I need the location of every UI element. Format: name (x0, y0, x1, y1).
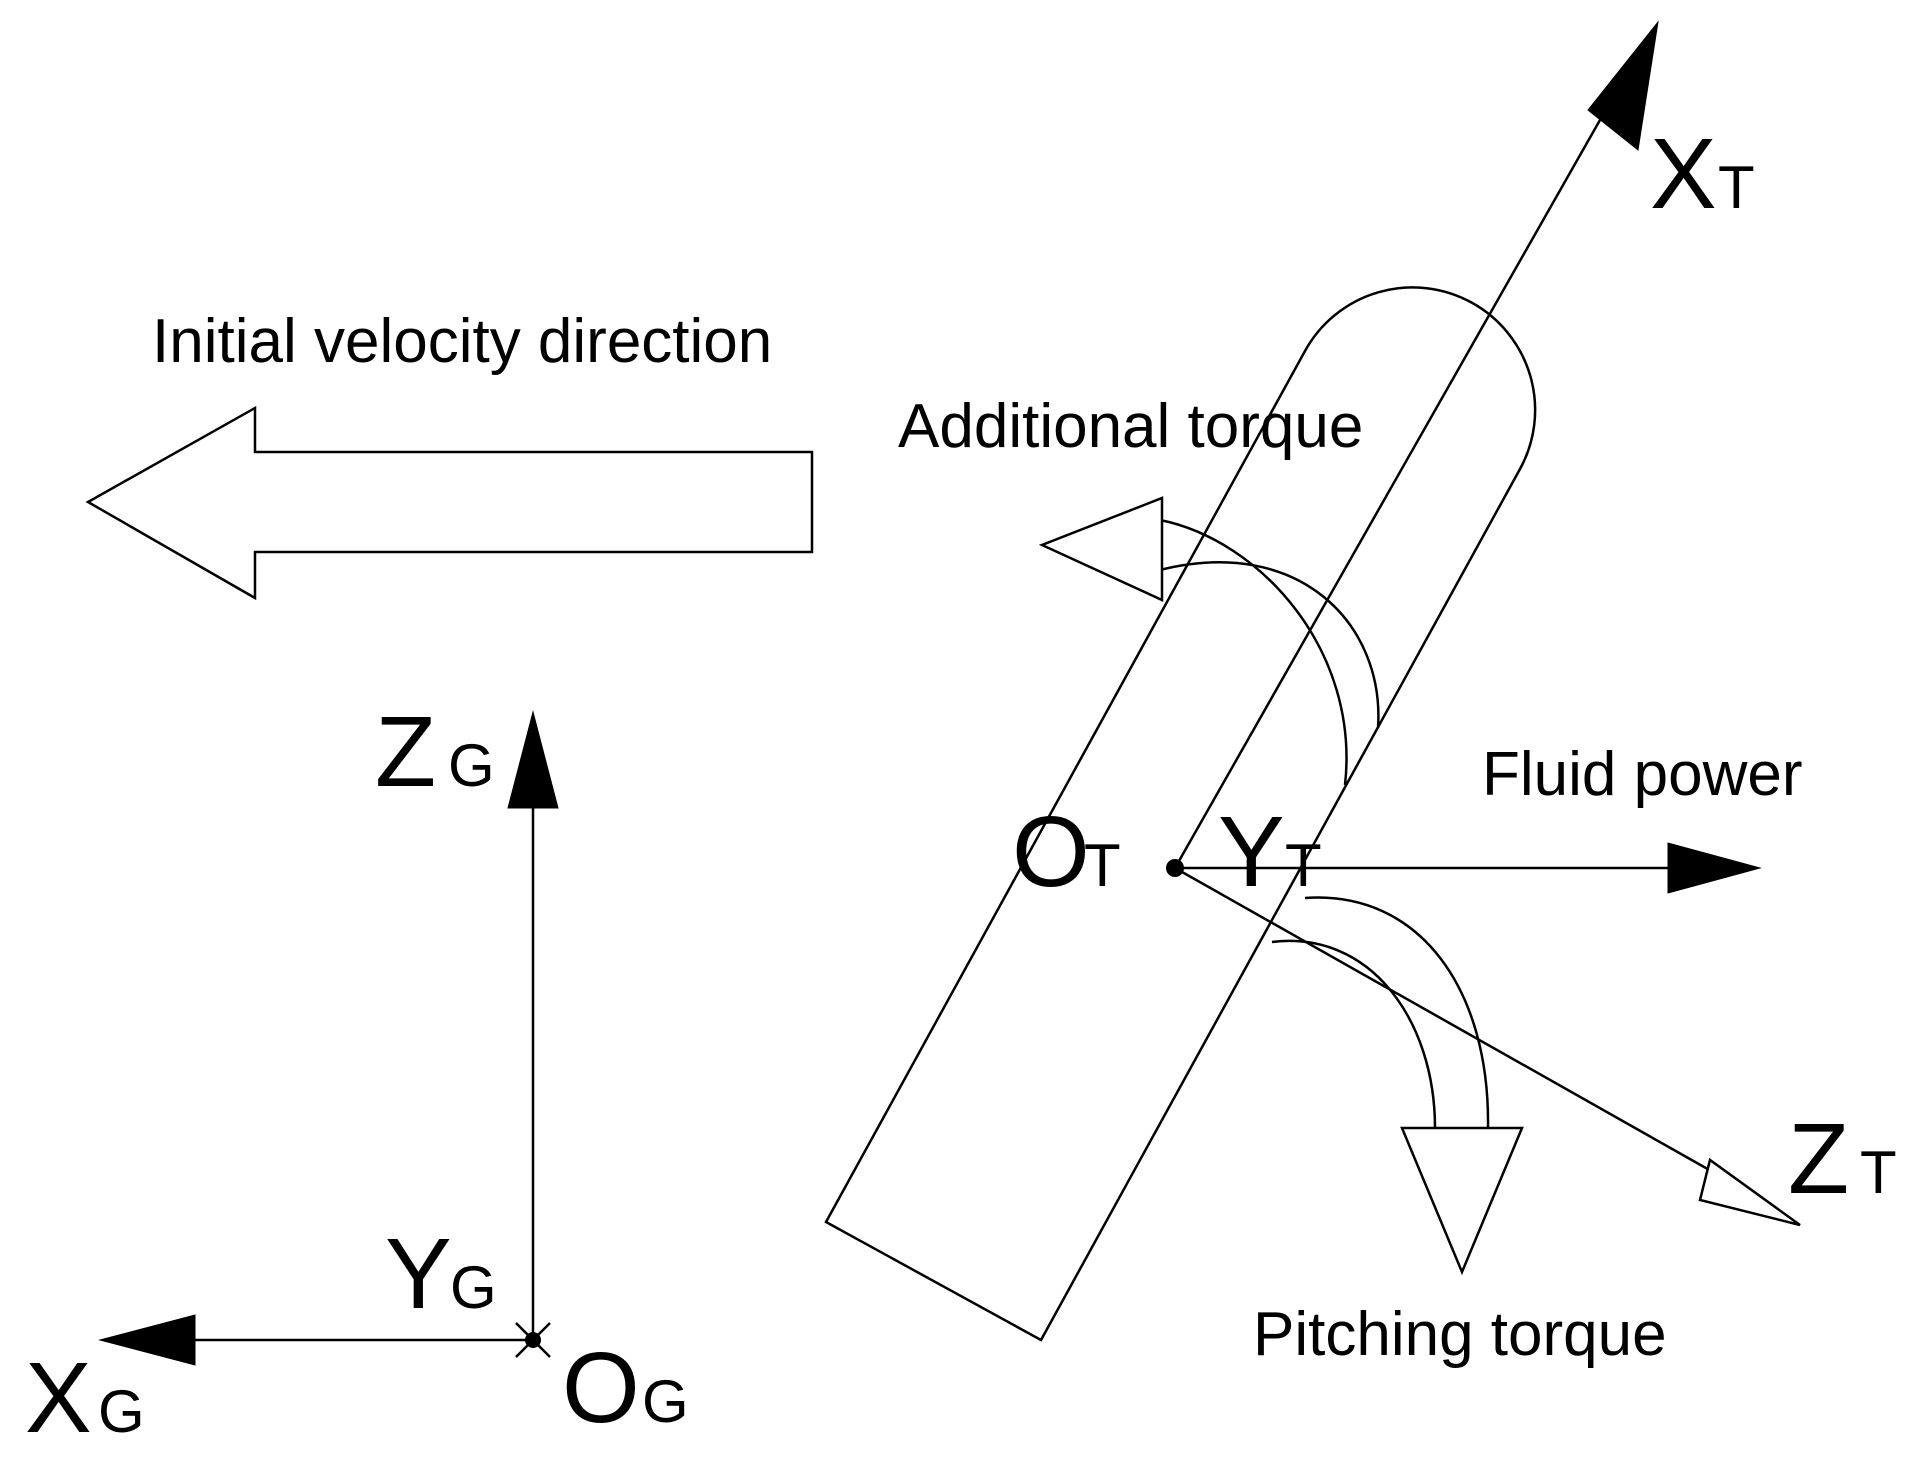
additional-torque-arrowhead (1038, 496, 1164, 602)
zt-label: Z T (1788, 1103, 1897, 1215)
svg-text:X: X (1650, 118, 1717, 230)
svg-text:G: G (448, 732, 495, 799)
zg-label: Z G (375, 696, 495, 808)
svg-text:T: T (1718, 154, 1755, 221)
xg-arrowhead (98, 1314, 196, 1366)
svg-text:G: G (642, 1368, 689, 1435)
xt-axis-line (1173, 119, 1602, 869)
initial-velocity-label: Initial velocity direction (152, 307, 772, 376)
svg-text:T: T (1860, 1139, 1897, 1206)
svg-text:O: O (1012, 796, 1090, 908)
fluid-power-arrowhead (1667, 842, 1762, 894)
svg-text:O: O (562, 1332, 640, 1444)
pitching-torque-arrowhead (1400, 1126, 1524, 1276)
svg-text:X: X (25, 1342, 92, 1454)
pitching-torque-label: Pitching torque (1253, 1300, 1667, 1369)
yg-label: Y G (385, 1218, 497, 1330)
og-origin-marker (515, 1322, 551, 1358)
svg-text:Y: Y (385, 1218, 452, 1330)
svg-text:T: T (1285, 832, 1322, 899)
zt-arrowhead (1698, 1157, 1801, 1227)
additional-torque-label: Additional torque (898, 392, 1363, 461)
svg-text:Z: Z (375, 696, 436, 808)
zg-arrowhead (507, 710, 559, 809)
svg-text:G: G (98, 1378, 145, 1445)
svg-text:G: G (450, 1254, 497, 1321)
ot-label: O T (1012, 796, 1121, 908)
svg-text:Z: Z (1788, 1103, 1849, 1215)
xt-label: X T (1650, 118, 1755, 230)
xg-label: X G (25, 1342, 145, 1454)
projectile-body (824, 286, 1537, 1342)
xt-arrowhead (1587, 20, 1659, 151)
zt-axis-line (1174, 866, 1721, 1178)
pitching-torque-arc (1271, 896, 1490, 1129)
yt-label: Y T (1218, 796, 1322, 908)
og-label: O G (562, 1332, 689, 1444)
fluid-power-label: Fluid power (1482, 740, 1802, 809)
initial-velocity-arrow (85, 405, 814, 601)
svg-text:T: T (1084, 832, 1121, 899)
additional-torque-arc (1159, 518, 1380, 786)
svg-text:Y: Y (1218, 796, 1285, 908)
